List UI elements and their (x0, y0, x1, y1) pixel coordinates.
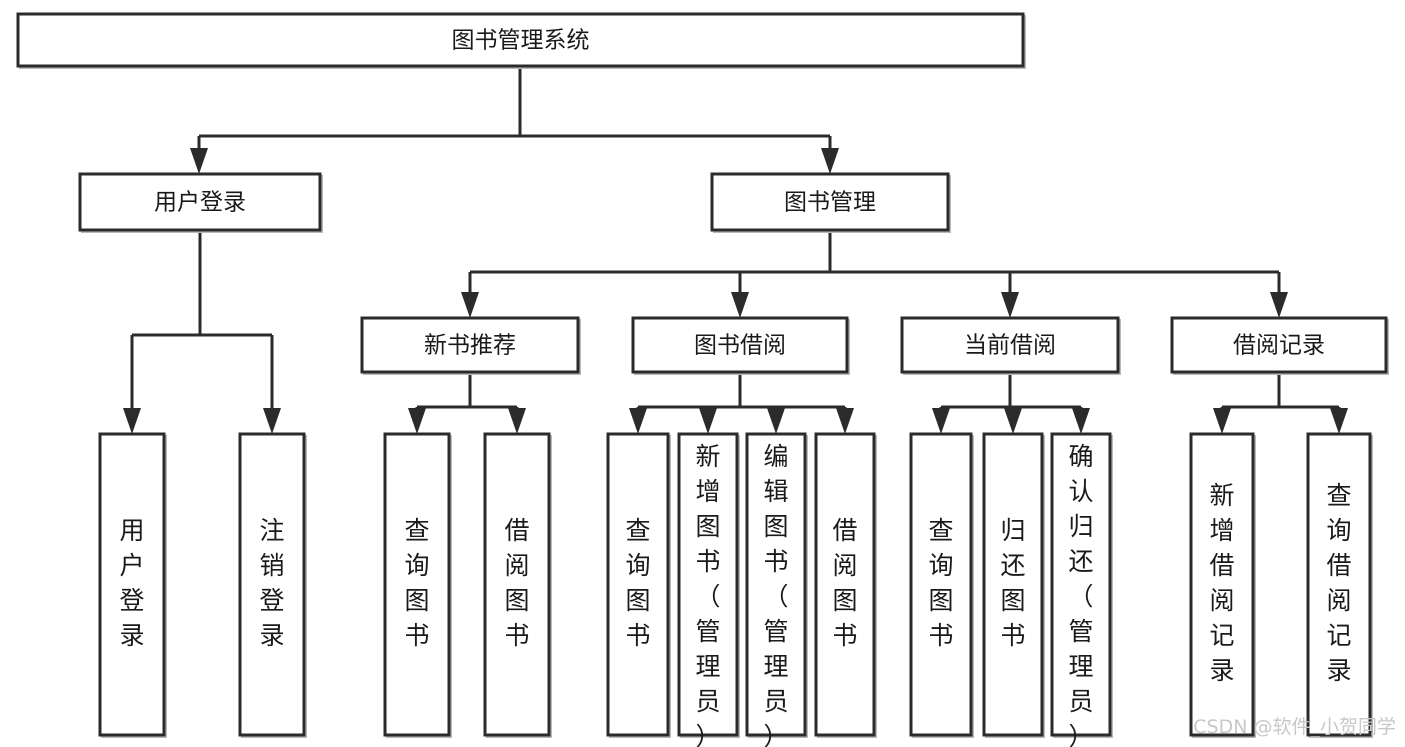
node-label: 注销登录 (259, 516, 284, 650)
node-book-management[interactable]: 图书管理 (710, 172, 951, 233)
node-leaf-query-book-1[interactable]: 查询图书 (383, 432, 452, 738)
node-box[interactable] (900, 316, 1120, 374)
node-leaf-add-book-admin[interactable]: 新增图书（管理员） (677, 432, 740, 747)
node-box[interactable] (383, 432, 451, 737)
arrow-head-icon (1004, 408, 1022, 434)
node-label: 图书管理 (784, 190, 876, 216)
arrow-head-icon (1213, 408, 1231, 434)
node-leaf-borrow-book-1[interactable]: 借阅图书 (483, 432, 552, 738)
node-root[interactable]: 图书管理系统 (16, 12, 1026, 69)
node-label: 当前借阅 (964, 333, 1056, 359)
node-box[interactable] (982, 432, 1044, 737)
arrow-head-icon (767, 408, 785, 434)
node-box[interactable] (745, 432, 807, 737)
node-box[interactable] (909, 432, 973, 737)
node-current-borrow[interactable]: 当前借阅 (900, 316, 1121, 375)
node-label: 归还图书 (1000, 516, 1025, 650)
node-label: 编辑图书（管理员） (763, 442, 788, 747)
node-box[interactable] (238, 432, 306, 737)
node-label: 用户登录 (154, 190, 246, 216)
node-label: 借阅图书 (504, 516, 529, 650)
node-label: 借阅记录 (1233, 333, 1325, 359)
arrow-head-icon (1072, 408, 1090, 434)
node-leaf-confirm-return-admin[interactable]: 确认归还（管理员） (1050, 432, 1113, 747)
node-box[interactable] (631, 316, 849, 374)
node-label: 借阅图书 (832, 516, 857, 650)
node-label: 新增借阅记录 (1209, 481, 1234, 685)
node-book-borrow[interactable]: 图书借阅 (631, 316, 850, 375)
arrow-head-icon (408, 408, 426, 434)
arrow-head-icon (629, 408, 647, 434)
node-box[interactable] (677, 432, 739, 737)
arrow-head-icon (699, 408, 717, 434)
node-label: 新增图书（管理员） (695, 442, 720, 747)
node-box[interactable] (710, 172, 950, 232)
arrow-head-icon (263, 408, 281, 434)
node-label: 图书借阅 (694, 333, 786, 359)
arrow-head-icon (1330, 408, 1348, 434)
csdn-watermark: CSDN @软件_小贺同学 (1193, 716, 1396, 738)
node-leaf-logout-login[interactable]: 注销登录 (238, 432, 307, 738)
node-leaf-user-login[interactable]: 用户登录 (98, 432, 167, 738)
node-label: 查询借阅记录 (1326, 481, 1351, 685)
arrow-head-icon (508, 408, 526, 434)
arrow-head-icon (821, 148, 839, 174)
node-label: 查询图书 (625, 516, 650, 650)
node-box[interactable] (1170, 316, 1388, 374)
node-label: 新书推荐 (424, 333, 516, 359)
node-leaf-borrow-book-2[interactable]: 借阅图书 (814, 432, 877, 738)
node-leaf-query-book-2[interactable]: 查询图书 (606, 432, 671, 738)
node-box[interactable] (1306, 432, 1372, 737)
arrow-head-icon (1001, 292, 1019, 318)
node-box[interactable] (360, 316, 580, 374)
arrow-head-icon (836, 408, 854, 434)
node-new-book-recommend[interactable]: 新书推荐 (360, 316, 581, 375)
node-layer: 图书管理系统用户登录图书管理新书推荐图书借阅当前借阅借阅记录用户登录注销登录查询… (16, 12, 1389, 747)
node-user-login[interactable]: 用户登录 (78, 172, 323, 233)
node-box[interactable] (16, 12, 1025, 68)
node-box[interactable] (1050, 432, 1112, 737)
node-leaf-add-borrow-record[interactable]: 新增借阅记录 (1189, 432, 1256, 738)
node-leaf-query-borrow-record[interactable]: 查询借阅记录 (1306, 432, 1373, 738)
node-label: 查询图书 (404, 516, 429, 650)
arrow-head-icon (731, 292, 749, 318)
node-label: 用户登录 (119, 516, 144, 650)
arrow-head-icon (461, 292, 479, 318)
node-box[interactable] (483, 432, 551, 737)
arrow-head-icon (190, 148, 208, 174)
arrow-head-icon (1270, 292, 1288, 318)
node-label: 确认归还（管理员） (1068, 442, 1093, 747)
arrow-head-icon (932, 408, 950, 434)
node-box[interactable] (78, 172, 322, 232)
node-box[interactable] (814, 432, 876, 737)
node-box[interactable] (98, 432, 166, 737)
node-leaf-edit-book-admin[interactable]: 编辑图书（管理员） (745, 432, 808, 747)
node-borrow-records[interactable]: 借阅记录 (1170, 316, 1389, 375)
node-box[interactable] (1189, 432, 1255, 737)
arrow-head-icon (123, 408, 141, 434)
connector-layer (123, 66, 1348, 434)
node-leaf-return-book[interactable]: 归还图书 (982, 432, 1045, 738)
node-label: 图书管理系统 (452, 28, 590, 54)
node-leaf-query-book-3[interactable]: 查询图书 (909, 432, 974, 738)
node-box[interactable] (606, 432, 670, 737)
node-label: 查询图书 (928, 516, 953, 650)
